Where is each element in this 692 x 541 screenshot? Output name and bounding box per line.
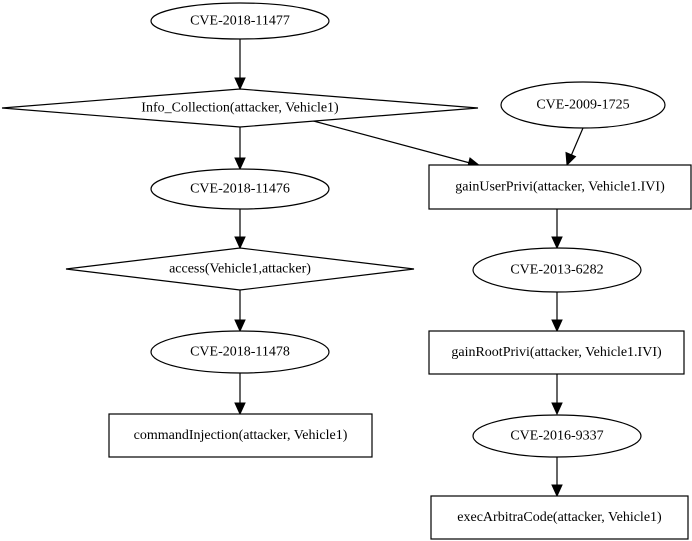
node-cve-2013-6282: CVE-2013-6282 — [472, 247, 642, 293]
node-label: commandInjection(attacker, Vehicle1) — [134, 428, 348, 443]
node-cve-2009-1725: CVE-2009-1725 — [500, 81, 666, 129]
arrowhead — [234, 319, 246, 333]
arrowhead — [234, 236, 246, 250]
node-label: execArbitraCode(attacker, Vehicle1) — [457, 510, 662, 525]
edges — [234, 39, 584, 498]
arrowhead — [551, 319, 563, 333]
node-label: CVE-2009-1725 — [536, 98, 629, 113]
node-label: gainUserPrivi(attacker, Vehicle1.IVI) — [455, 180, 665, 195]
node-cve-2018-11476: CVE-2018-11476 — [150, 168, 330, 210]
node-cve-2018-11478: CVE-2018-11478 — [150, 330, 330, 374]
node-label: CVE-2013-6282 — [510, 263, 603, 278]
arrowhead — [565, 151, 577, 167]
edge-cve-2009-1725-to-gain-user-privi — [570, 127, 584, 157]
arrowhead — [234, 77, 246, 91]
node-label: gainRootPrivi(attacker, Vehicle1.IVI) — [451, 345, 662, 360]
node-label: CVE-2018-11478 — [190, 345, 290, 360]
node-label: CVE-2016-9337 — [510, 429, 603, 444]
arrowhead — [551, 484, 563, 498]
node-info-collection: Info_Collection(attacker, Vehicle1) — [1, 88, 479, 128]
node-label: CVE-2018-11476 — [190, 182, 290, 197]
node-command-injection: commandInjection(attacker, Vehicle1) — [108, 413, 373, 458]
arrowhead — [234, 157, 246, 171]
node-gain-user-privi: gainUserPrivi(attacker, Vehicle1.IVI) — [428, 164, 692, 210]
node-cve-2016-9337: CVE-2016-9337 — [472, 414, 642, 458]
node-label: access(Vehicle1,attacker) — [169, 262, 311, 277]
node-label: CVE-2018-11477 — [190, 14, 290, 29]
node-cve-2018-11477: CVE-2018-11477 — [150, 2, 330, 40]
edge-info-collection-to-gain-user-privi — [305, 118, 471, 164]
node-access: access(Vehicle1,attacker) — [65, 247, 415, 291]
node-gain-root-privi: gainRootPrivi(attacker, Vehicle1.IVI) — [428, 330, 685, 375]
arrowhead — [234, 402, 246, 416]
arrowhead — [551, 236, 563, 250]
arrowhead — [551, 402, 563, 416]
node-exec-arbitra-code: execArbitraCode(attacker, Vehicle1) — [430, 495, 689, 540]
node-label: Info_Collection(attacker, Vehicle1) — [141, 101, 339, 116]
